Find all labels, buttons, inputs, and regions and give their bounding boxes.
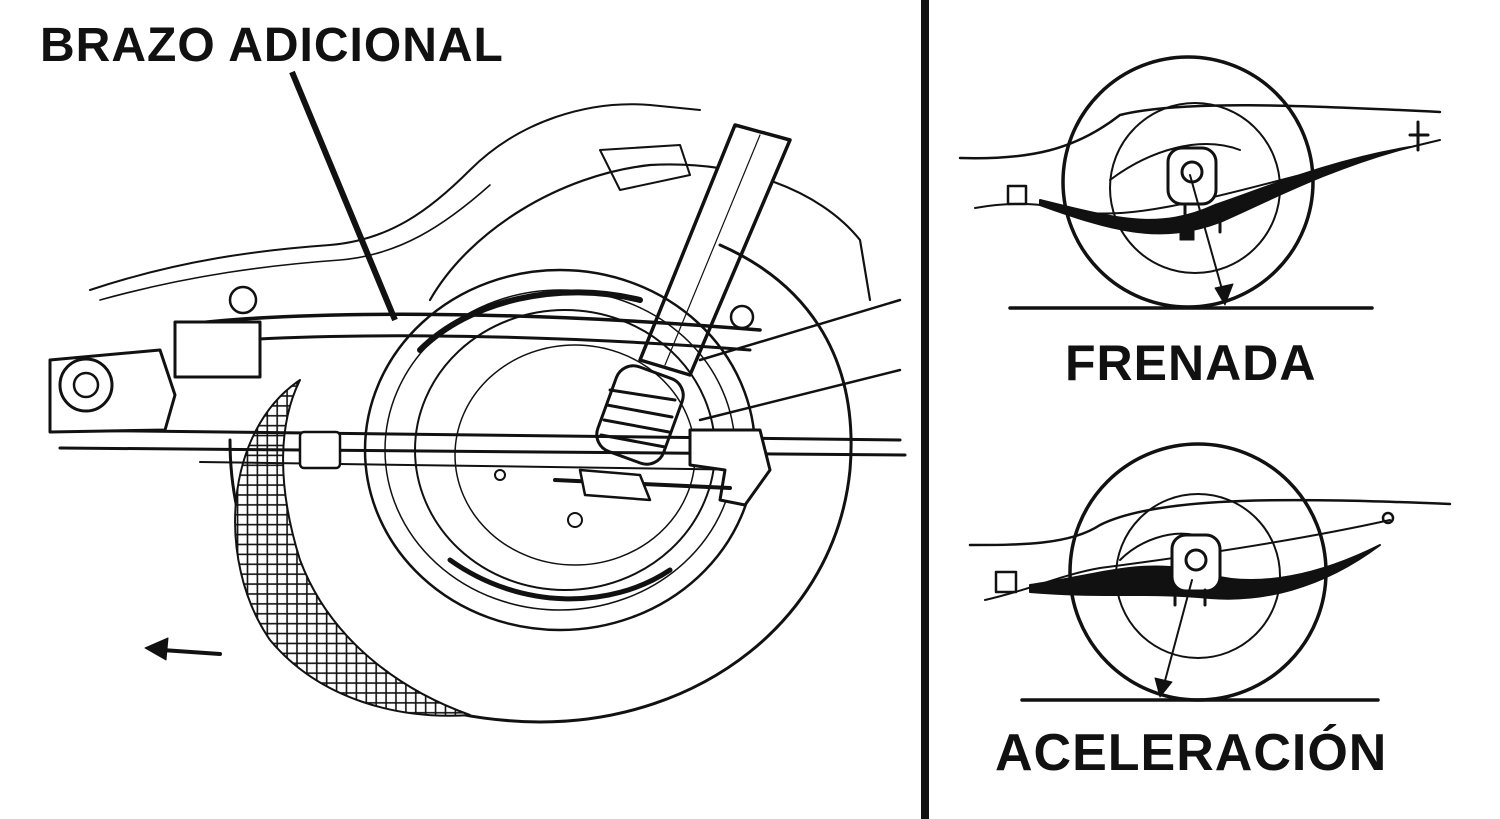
braking-diagram (958, 55, 1442, 310)
bolt (228, 285, 258, 315)
leaf-spring-deformed (1029, 544, 1381, 600)
label-braking: FRENADA (1065, 335, 1317, 391)
chassis-line (958, 104, 1442, 160)
acceleration-diagram (968, 442, 1452, 702)
force-arrowhead (1214, 283, 1234, 306)
chassis-line (968, 498, 1452, 547)
main-suspension-drawing (48, 70, 907, 724)
label-acceleration: ACELERACIÓN (995, 724, 1388, 782)
force-vector (1189, 174, 1226, 301)
spring-eye (994, 570, 1018, 594)
fender-outline (89, 103, 701, 291)
force-vector (1161, 579, 1193, 693)
axle-mount (553, 298, 902, 507)
tire-tread (234, 379, 471, 717)
panel-divider (921, 0, 929, 819)
force-arrowhead (1154, 677, 1173, 698)
additional-arm (173, 285, 762, 379)
axle-clamp (1170, 533, 1222, 593)
leaf-spring (48, 428, 907, 471)
bolt (729, 304, 755, 330)
label-pointer-line (289, 70, 398, 322)
wheel-arch (428, 163, 872, 302)
rear-tire (228, 243, 853, 724)
label-additional-arm: BRAZO ADICIONAL (40, 19, 504, 72)
shock-absorber (595, 123, 792, 466)
leaf-spring-deformed (1039, 146, 1411, 235)
arrow-left-icon (144, 637, 222, 661)
axle-clamp (1166, 146, 1218, 206)
front-mount-bracket (48, 348, 177, 434)
